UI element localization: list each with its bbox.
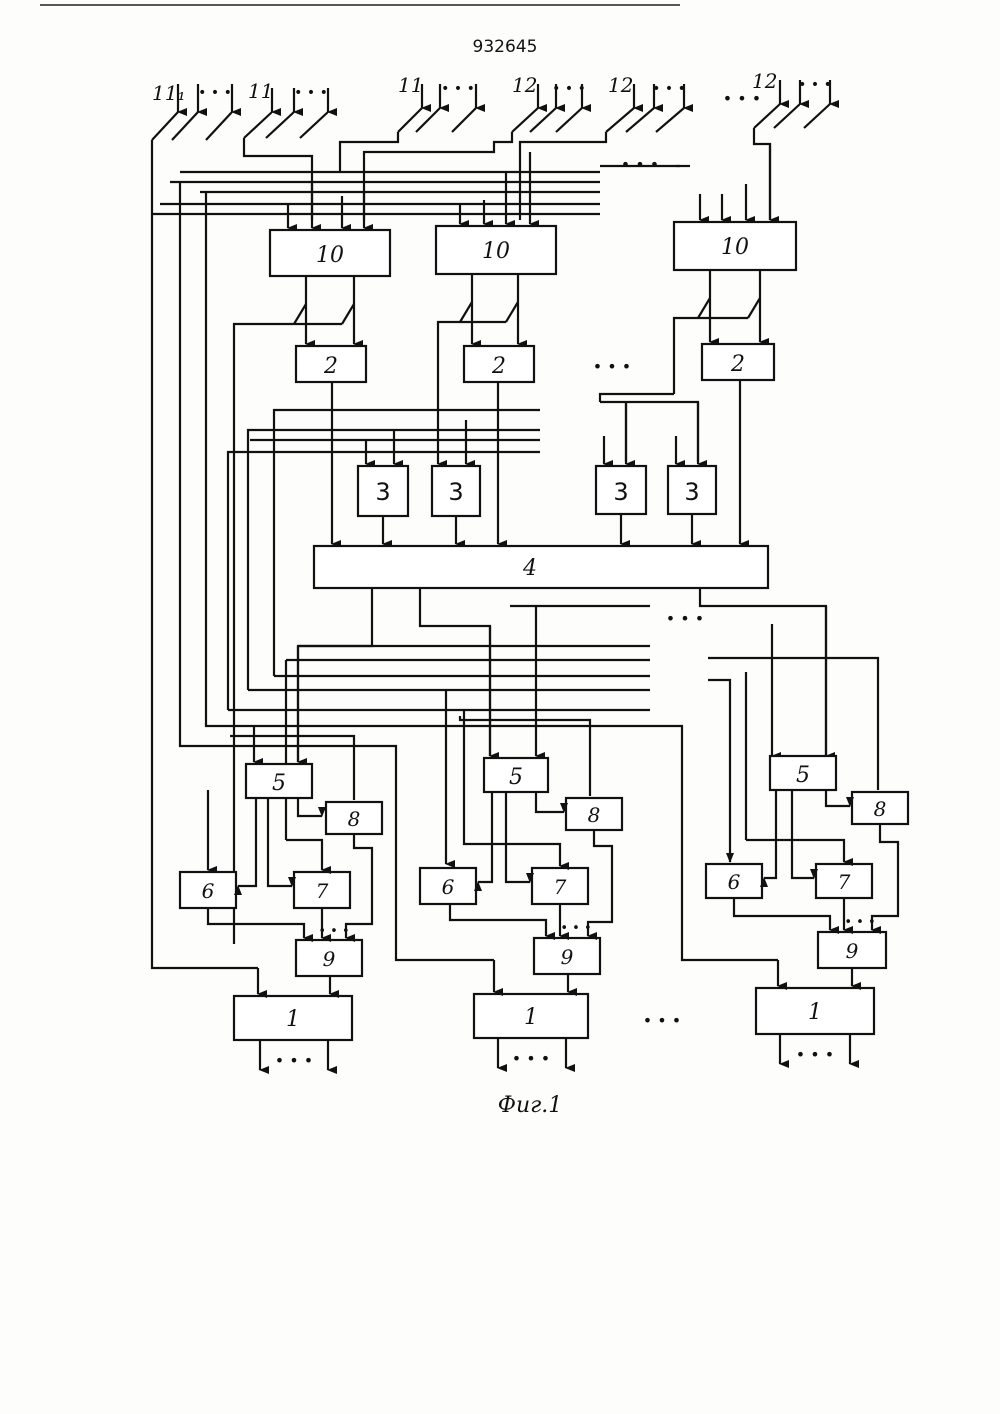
svg-text:1: 1 (286, 1007, 300, 1032)
svg-text:9: 9 (846, 939, 859, 963)
ellipsis-bus-top: • • • (621, 155, 659, 174)
block-1-b: 1 (474, 994, 588, 1038)
svg-text:1: 1 (524, 1005, 538, 1030)
input-label-12-a: 12 (512, 73, 537, 97)
svg-text:6: 6 (202, 879, 215, 903)
svg-text:9: 9 (561, 945, 574, 969)
ellipsis-in-6: • • • (798, 77, 832, 93)
block-9-a: 9 (296, 940, 362, 976)
block-4: 4 (314, 546, 768, 588)
svg-text:2: 2 (730, 352, 745, 377)
ellipsis-input-groups: • • • (723, 89, 761, 108)
ellipsis-in-5: • • • (652, 81, 686, 97)
block-6-a: 6 (180, 872, 236, 908)
block-7-a: 7 (294, 872, 350, 908)
block-2-b: 2 (464, 346, 534, 382)
input-label-12-b: 12 (608, 73, 633, 97)
block-8-a: 8 (326, 802, 382, 834)
block-2-c: 2 (702, 344, 774, 380)
ellipsis-a-9: • • • (318, 924, 349, 939)
svg-text:3: 3 (375, 478, 390, 506)
block-10-b: 10 (436, 226, 556, 274)
input-label-11-1: 11₁ (152, 81, 185, 105)
block-9-b: 9 (534, 938, 600, 974)
svg-text:7: 7 (316, 879, 329, 903)
block-2-a: 2 (296, 346, 366, 382)
block-1-c: 1 (756, 988, 874, 1034)
ellipsis-c-9: • • • (844, 915, 875, 930)
wires-into-10 (288, 144, 770, 228)
svg-text:8: 8 (874, 797, 887, 821)
block-10-c: 10 (674, 222, 796, 270)
ellipsis-out-b: • • • (512, 1049, 550, 1068)
svg-text:7: 7 (554, 875, 567, 899)
ellipsis-lower-bus: • • • (666, 609, 704, 628)
block-8-c: 8 (852, 792, 908, 824)
block-3-d: 3 (668, 466, 716, 514)
svg-text:2: 2 (323, 354, 338, 379)
block-3-c: 3 (596, 466, 646, 514)
block-1-a: 1 (234, 996, 352, 1040)
patent-number: 932645 (473, 37, 538, 57)
ellipsis-out-a: • • • (275, 1051, 313, 1070)
svg-text:8: 8 (348, 807, 361, 831)
svg-text:10: 10 (482, 239, 510, 264)
block-6-b: 6 (420, 868, 476, 904)
ellipsis-blocks-2: • • • (593, 357, 631, 376)
block-7-b: 7 (532, 868, 588, 904)
ellipsis-b-9: • • • (560, 921, 591, 936)
svg-text:5: 5 (509, 765, 523, 790)
ellipsis-in-2: • • • (294, 85, 328, 101)
svg-text:10: 10 (721, 235, 749, 260)
ellipsis-in-1: • • • (198, 85, 232, 101)
wires-3-to-4 (383, 514, 692, 544)
svg-text:2: 2 (491, 354, 506, 379)
block-3-b: 3 (432, 466, 480, 516)
svg-text:10: 10 (316, 243, 344, 268)
svg-text:6: 6 (728, 870, 741, 894)
svg-text:5: 5 (796, 763, 810, 788)
svg-text:3: 3 (613, 478, 628, 506)
block-10-a: 10 (270, 230, 390, 276)
input-label-11-b: 11 (398, 73, 423, 97)
svg-text:1: 1 (808, 1000, 822, 1025)
svg-text:5: 5 (272, 771, 286, 796)
ellipsis-blocks-1: • • • (643, 1011, 681, 1030)
svg-text:8: 8 (588, 803, 601, 827)
figure-caption: Фиг.1 (498, 1093, 563, 1118)
svg-text:7: 7 (838, 870, 851, 894)
svg-text:3: 3 (448, 478, 463, 506)
block-7-c: 7 (816, 864, 872, 898)
block-5-a: 5 (246, 764, 312, 798)
block-5-c: 5 (770, 756, 836, 790)
block-3-a: 3 (358, 466, 408, 516)
block-6-c: 6 (706, 864, 762, 898)
svg-text:6: 6 (442, 875, 455, 899)
block-8-b: 8 (566, 798, 622, 830)
ellipsis-out-c: • • • (796, 1045, 834, 1064)
input-label-11-a: 11 (248, 79, 273, 103)
block-9-c: 9 (818, 932, 886, 968)
ellipsis-in-3: • • • (441, 81, 475, 97)
block-5-b: 5 (484, 758, 548, 792)
svg-text:4: 4 (522, 556, 537, 581)
svg-text:9: 9 (323, 947, 336, 971)
svg-text:3: 3 (684, 478, 699, 506)
ellipsis-in-4: • • • (552, 81, 586, 97)
